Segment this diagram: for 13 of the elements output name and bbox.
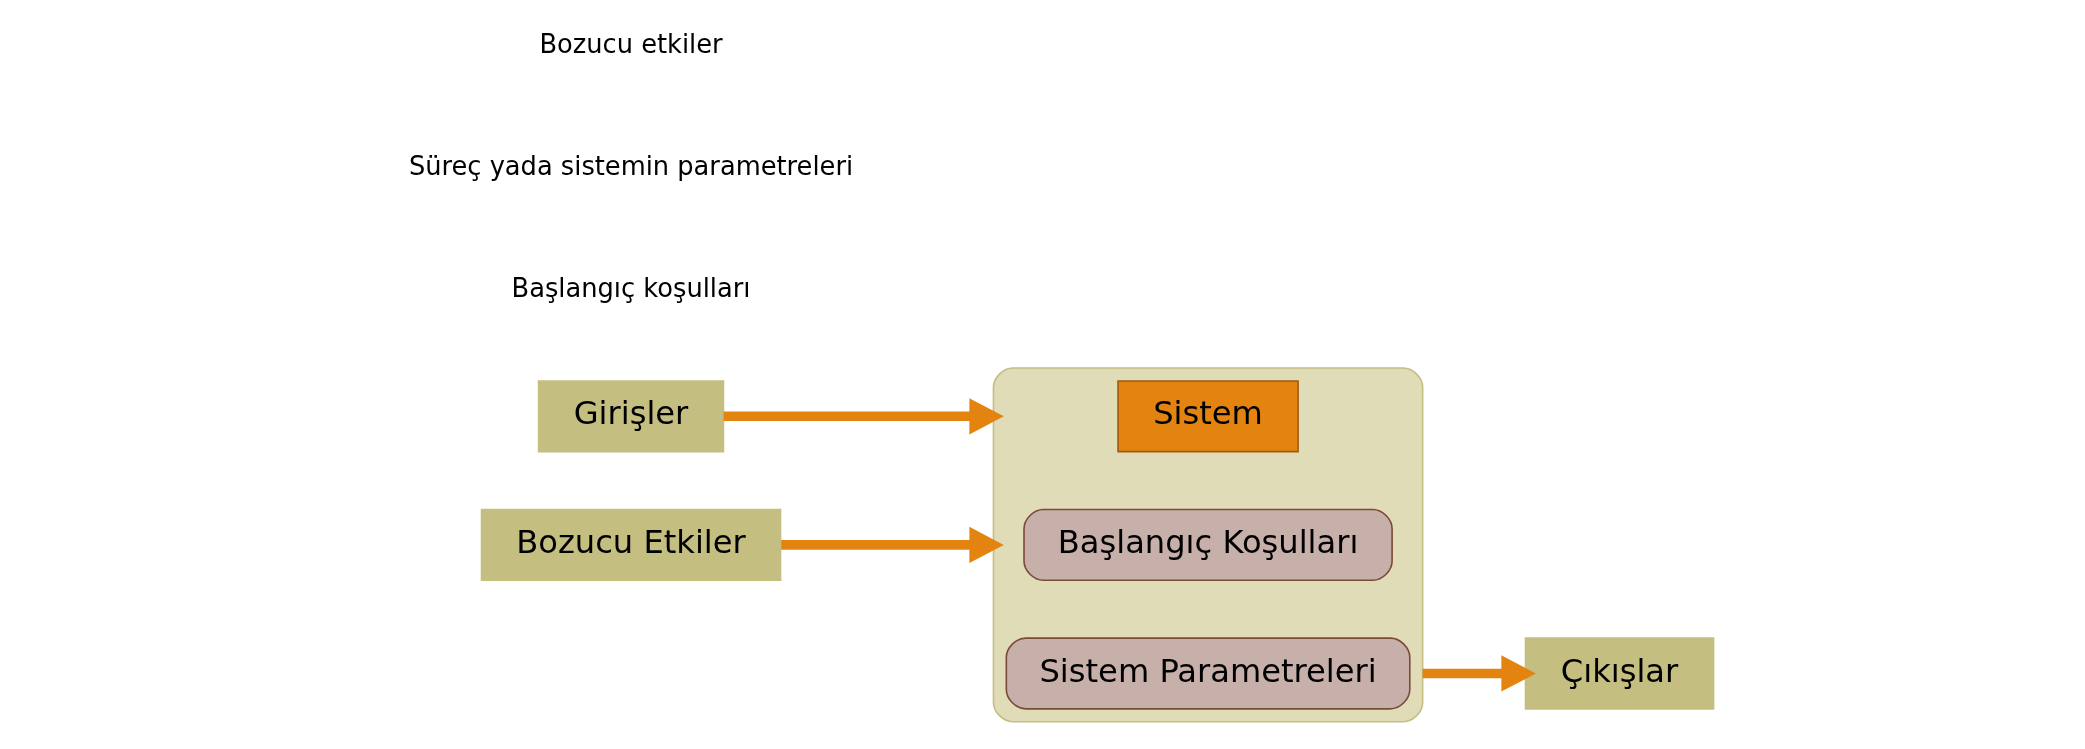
node-box: Sistem bbox=[1117, 380, 1299, 453]
node-box: Başlangıç Koşulları bbox=[1023, 508, 1393, 582]
arrow bbox=[1422, 655, 1536, 692]
arrow bbox=[781, 526, 1004, 563]
arrow bbox=[723, 398, 1004, 435]
node-box: Bozucu Etkiler bbox=[480, 508, 782, 582]
node-box: Sistem Parametreleri bbox=[1005, 637, 1411, 710]
node-box: Çıkışlar bbox=[1524, 637, 1715, 710]
cluster bbox=[992, 367, 1424, 723]
label: Bozucu etkiler bbox=[539, 28, 723, 59]
label: Süreç yada sistemin parametreleri bbox=[408, 150, 854, 181]
node-box: Girişler bbox=[537, 380, 725, 453]
label: Başlangıç koşulları bbox=[511, 273, 751, 304]
